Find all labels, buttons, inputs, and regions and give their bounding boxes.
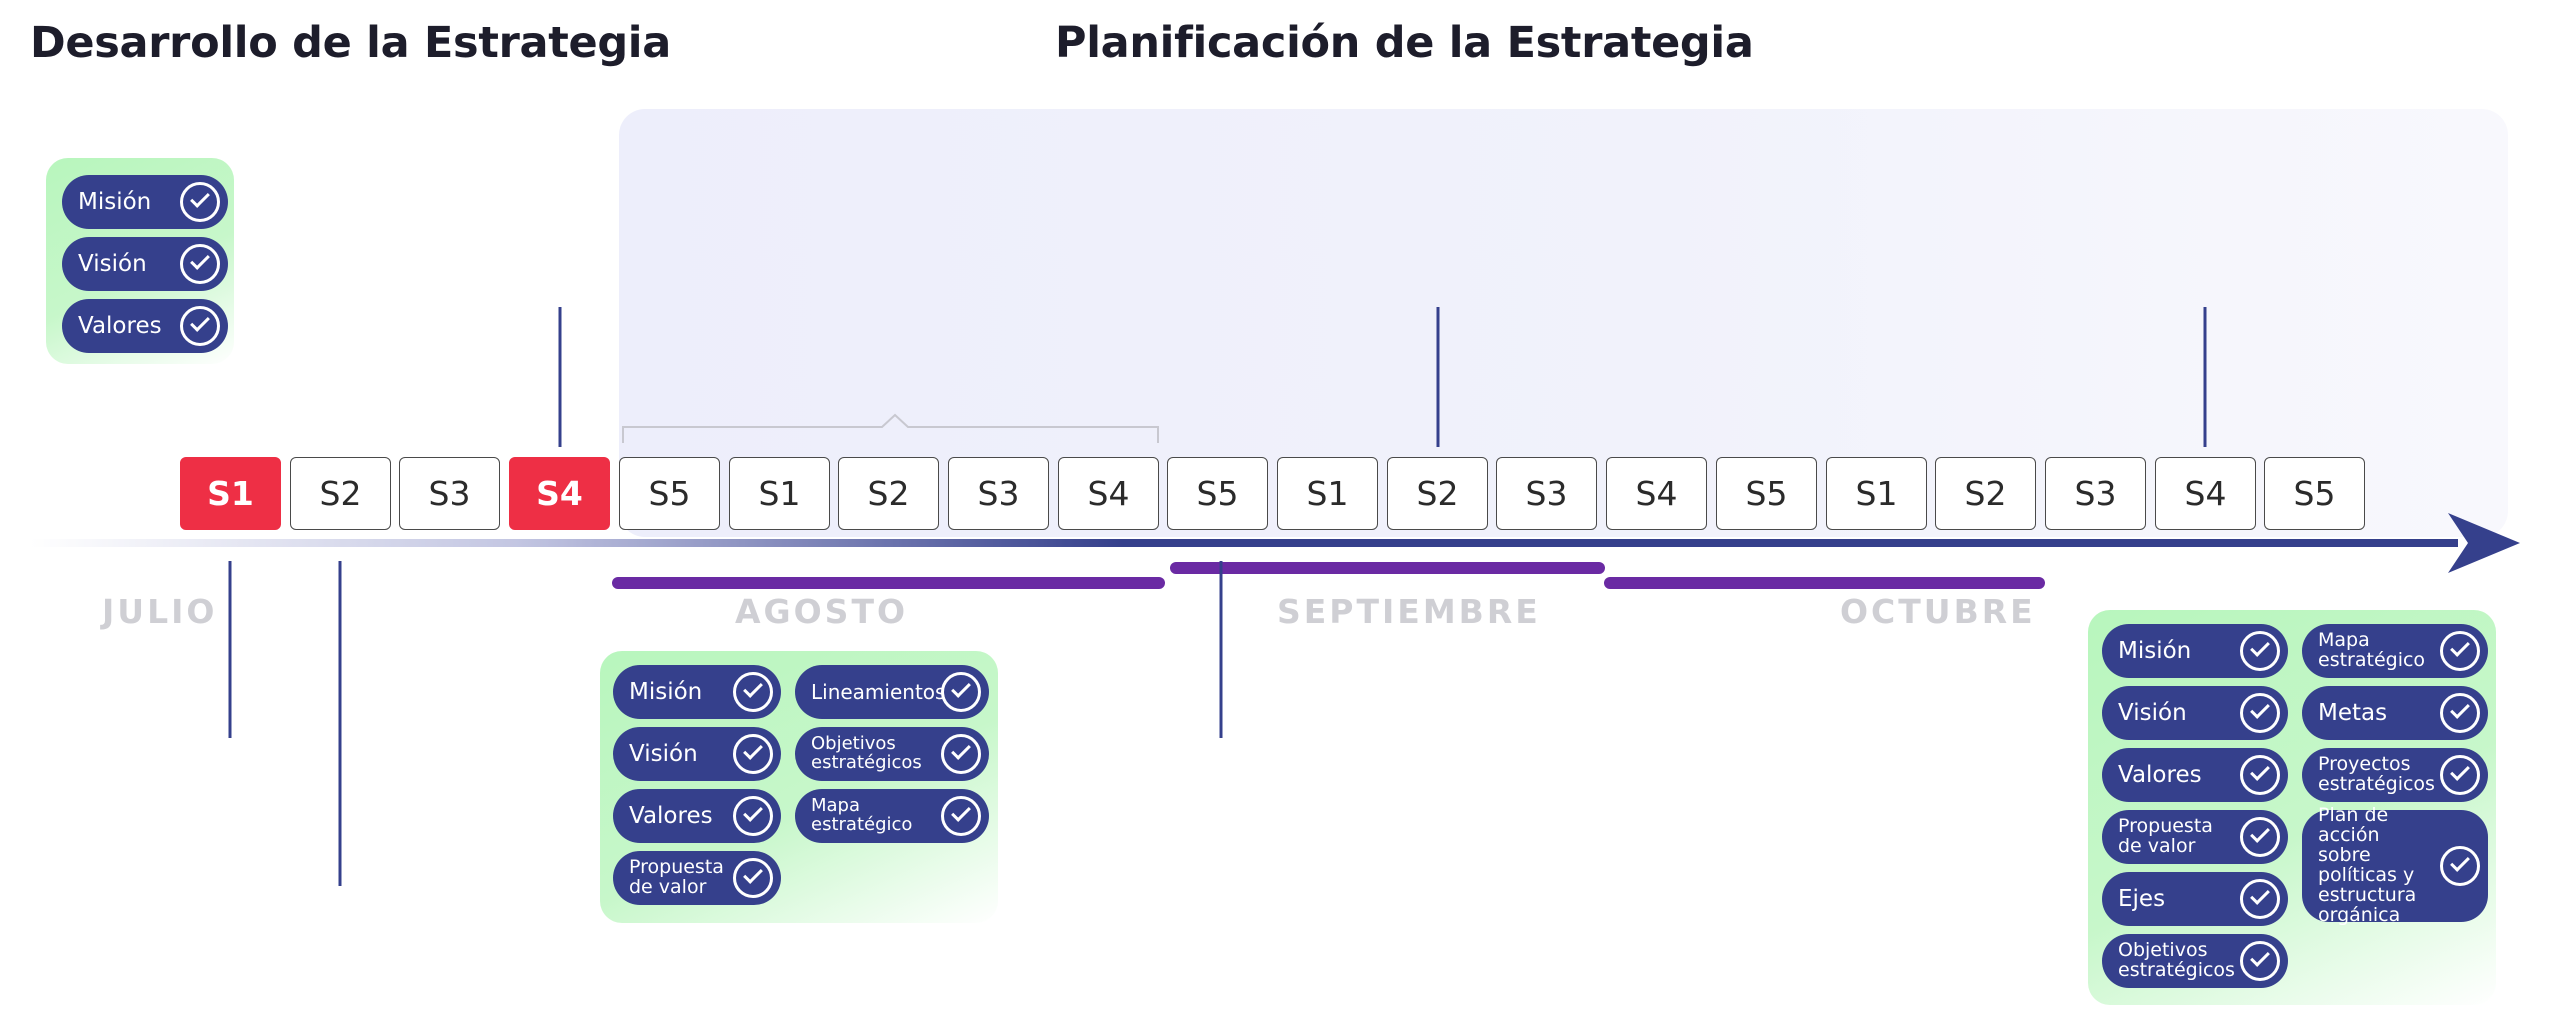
- milestone-pill: Valores: [2102, 748, 2288, 802]
- milestone-label: Visión: [2118, 699, 2187, 726]
- milestone-label: Objetivos estratégicos: [811, 733, 922, 773]
- check-circle-icon: [733, 734, 773, 774]
- week-box: S2: [1935, 457, 2036, 530]
- week-box: S2: [838, 457, 939, 530]
- milestone-pill: Mapa estratégico: [2302, 624, 2488, 678]
- week-box: S5: [1716, 457, 1817, 530]
- month-bar: [612, 577, 1165, 589]
- check-circle-icon: [2240, 693, 2280, 733]
- milestone-label: Ejes: [2118, 885, 2166, 912]
- milestone-pill: Misión: [2102, 624, 2288, 678]
- title-strategy-planning: Planificación de la Estrategia: [1055, 18, 1754, 68]
- month-bars: [612, 562, 2045, 589]
- check-circle-icon: [2440, 631, 2480, 671]
- milestone-label: Objetivos estratégicos: [2118, 939, 2235, 981]
- milestone-label: Propuesta de valor: [629, 856, 724, 898]
- week-box: S4: [1058, 457, 1159, 530]
- check-circle-icon: [733, 672, 773, 712]
- check-circle-icon: [180, 306, 220, 346]
- check-circle-icon: [941, 734, 981, 774]
- week-box: S3: [1496, 457, 1597, 530]
- check-circle-icon: [941, 672, 981, 712]
- check-circle-icon: [2240, 817, 2280, 857]
- milestone-pill: Objetivos estratégicos: [2102, 934, 2288, 988]
- milestone-label: Misión: [629, 678, 703, 705]
- week-box: S4: [2155, 457, 2256, 530]
- connector-lines: [228, 307, 2207, 886]
- milestone-label: Plan de acción sobre políticas y estruct…: [2318, 804, 2417, 926]
- milestone-label: Proyectos estratégicos: [2318, 753, 2435, 795]
- week-box: S4: [509, 457, 610, 530]
- milestone-label: Metas: [2318, 699, 2388, 726]
- timeline-axis: [30, 513, 2520, 573]
- milestone-pill: Mapa estratégico: [795, 789, 989, 843]
- check-circle-icon: [733, 858, 773, 898]
- week-box: S1: [1277, 457, 1378, 530]
- milestone-pill: Propuesta de valor: [613, 851, 781, 905]
- milestone-label: Visión: [629, 740, 698, 767]
- month-label: SEPTIEMBRE: [1277, 592, 1541, 631]
- milestone-pill: Proyectos estratégicos: [2302, 748, 2488, 802]
- check-circle-icon: [180, 244, 220, 284]
- check-circle-icon: [2240, 879, 2280, 919]
- check-circle-icon: [2440, 693, 2480, 733]
- milestone-pill: Objetivos estratégicos: [795, 727, 989, 781]
- check-circle-icon: [2240, 941, 2280, 981]
- milestone-label: Misión: [2118, 637, 2192, 664]
- check-circle-icon: [2440, 846, 2480, 886]
- check-circle-icon: [941, 796, 981, 836]
- milestone-pill: Plan de acción sobre políticas y estruct…: [2302, 805, 2488, 925]
- check-circle-icon: [733, 796, 773, 836]
- week-box: S3: [2045, 457, 2146, 530]
- title-strategy-development: Desarrollo de la Estrategia: [30, 18, 671, 68]
- week-box: S1: [1826, 457, 1927, 530]
- milestone-pill: Misión: [62, 175, 228, 229]
- milestone-pill: Valores: [62, 299, 228, 353]
- milestone-label: Valores: [78, 312, 162, 339]
- check-circle-icon: [2240, 631, 2280, 671]
- milestone-label: Propuesta de valor: [2118, 815, 2213, 857]
- week-box: S5: [1167, 457, 1268, 530]
- check-circle-icon: [2440, 755, 2480, 795]
- check-circle-icon: [180, 182, 220, 222]
- milestone-pill: Lineamientos: [795, 665, 989, 719]
- milestone-label: Visión: [78, 250, 147, 277]
- week-box: S1: [729, 457, 830, 530]
- milestone-label: Mapa estratégico: [2318, 629, 2426, 671]
- milestone-label: Valores: [2118, 761, 2202, 788]
- milestone-pill: Propuesta de valor: [2102, 810, 2288, 864]
- milestone-label: Mapa estratégico: [811, 795, 913, 835]
- month-label: JULIO: [102, 592, 218, 631]
- week-box: S2: [290, 457, 391, 530]
- arrow-right-icon: [2448, 513, 2520, 573]
- check-circle-icon: [2240, 755, 2280, 795]
- milestone-pill: Valores: [613, 789, 781, 843]
- week-bracket: [622, 413, 1159, 443]
- milestone-label: Misión: [78, 188, 152, 215]
- milestone-pill: Visión: [62, 237, 228, 291]
- milestone-pill: Ejes: [2102, 872, 2288, 926]
- week-box: S3: [399, 457, 500, 530]
- milestone-pill: Metas: [2302, 686, 2488, 740]
- milestone-pill: Visión: [2102, 686, 2288, 740]
- week-box: S1: [180, 457, 281, 530]
- milestone-label: Valores: [629, 802, 713, 829]
- month-bar: [1170, 562, 1605, 574]
- month-label: AGOSTO: [735, 592, 909, 631]
- month-label: OCTUBRE: [1840, 592, 2036, 631]
- week-box: S4: [1606, 457, 1707, 530]
- milestone-pill: Misión: [613, 665, 781, 719]
- week-box: S5: [2264, 457, 2365, 530]
- milestone-pill: Visión: [613, 727, 781, 781]
- milestone-label: Lineamientos: [811, 679, 946, 704]
- week-box: S5: [619, 457, 720, 530]
- week-box: S2: [1387, 457, 1488, 530]
- month-bar: [1604, 577, 2045, 589]
- week-box: S3: [948, 457, 1049, 530]
